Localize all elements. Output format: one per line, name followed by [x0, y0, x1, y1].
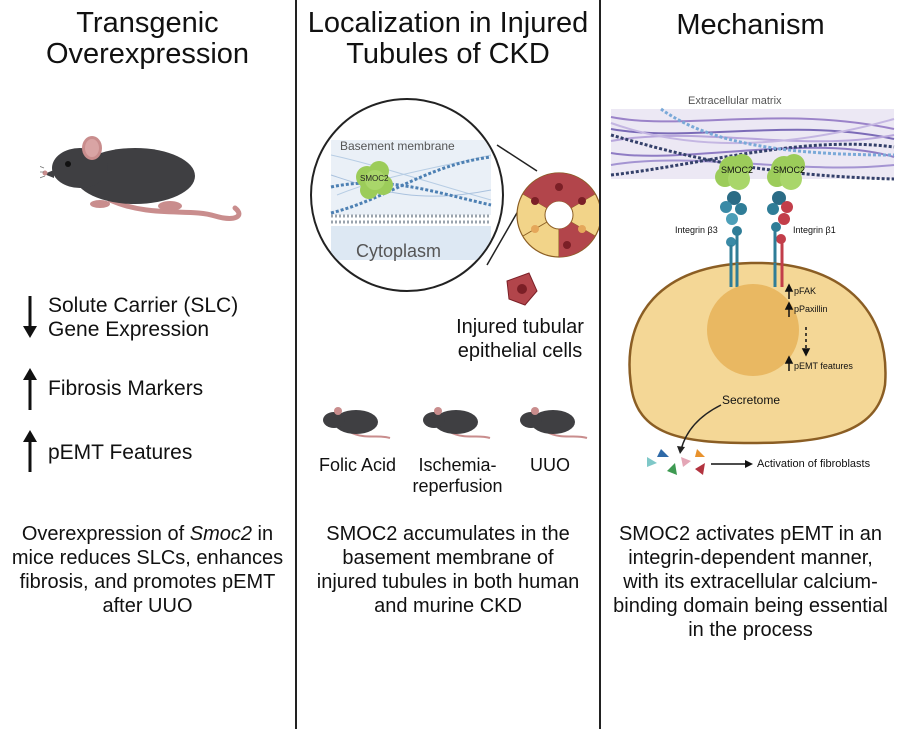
bullet-pemt: pEMT Features: [20, 428, 192, 474]
basement-membrane-diagram: [310, 98, 599, 306]
ppaxillin-label: pPaxillin: [794, 304, 828, 314]
panel1-summary: Overexpression of Smoc2 in mice reduces …: [11, 523, 284, 617]
mouse-large-icon: [40, 136, 242, 221]
bullet-fibrosis: Fibrosis Markers: [20, 366, 203, 412]
model-folic: Folic Acid: [318, 455, 397, 475]
panel3-title: Mechanism: [676, 9, 825, 41]
mouse-ischemia-icon: [423, 407, 491, 439]
ecm-label: Extracellular matrix: [688, 95, 782, 107]
smoc2-label-small: SMOC2: [360, 174, 389, 183]
pemt-features-label: pEMT features: [794, 361, 853, 371]
divider-left: [295, 0, 297, 729]
arrow-up-icon: [23, 430, 37, 472]
integrin-b1-label: Integrin β1: [793, 225, 836, 235]
model-uuo: UUO: [530, 455, 570, 475]
divider-right: [599, 0, 601, 729]
mouse-folic-icon: [323, 407, 391, 439]
arrow-up-icon: [23, 368, 37, 410]
smoc2-right-label: SMOC2: [773, 165, 806, 175]
mouse-uuo-icon: [520, 407, 588, 439]
activation-fibroblasts-label: Activation of fibroblasts: [757, 458, 871, 470]
bullet-slc: Solute Carrier (SLC) Gene Expression: [20, 294, 238, 342]
panel3-summary: SMOC2 activates pEMT in an integrin-depe…: [613, 523, 888, 641]
cytoplasm-label: Cytoplasm: [356, 241, 442, 261]
injured-cells-label: Injured tubular epithelial cells: [456, 316, 584, 362]
tubule-cross-section: [516, 172, 599, 258]
pfak-label: pFAK: [794, 286, 817, 296]
secretome-label: Secretome: [722, 393, 781, 407]
model-ischemia: Ischemia- reperfusion: [412, 455, 503, 496]
smoc2-blob: [356, 161, 393, 199]
arrow-down-icon: [23, 296, 37, 338]
panel2-summary: SMOC2 accumulates in the basement membra…: [316, 523, 580, 617]
panel1-title: Transgenic Overexpression: [45, 7, 250, 70]
mechanism-diagram: [610, 107, 895, 475]
basement-membrane-label: Basement membrane: [340, 139, 455, 153]
panel2-title: Localization in Injured Tubules of CKD: [307, 7, 589, 70]
smoc2-left-label: SMOC2: [721, 165, 754, 175]
integrin-b3-label: Integrin β3: [675, 225, 718, 235]
